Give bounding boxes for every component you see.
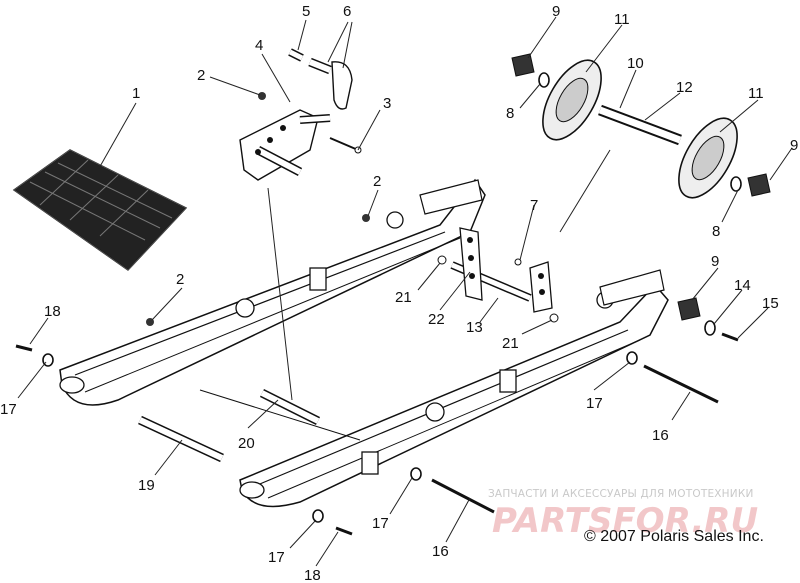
callout-17: 17 — [0, 401, 17, 418]
callout-16: 16 — [432, 543, 449, 560]
part-8-washer-lower — [730, 176, 742, 192]
part-12-axle — [598, 104, 682, 146]
callout-1: 1 — [132, 85, 140, 102]
skid-rails — [59, 178, 669, 508]
part-21-nut-left — [437, 255, 447, 265]
callout-21: 21 — [395, 289, 412, 306]
callout-14: 14 — [734, 277, 751, 294]
callout-2: 2 — [197, 67, 205, 84]
part-9-nut-upper — [511, 53, 535, 77]
part-18-bolt-left — [15, 344, 33, 352]
part-15-bolt — [721, 332, 739, 342]
part-17-washer-right — [626, 351, 638, 365]
callout-18: 18 — [44, 303, 61, 320]
callout-5: 5 — [302, 3, 310, 20]
part-14-washer — [704, 320, 716, 336]
callout-2: 2 — [176, 271, 184, 288]
part-17-washer-bottom — [312, 509, 324, 523]
part-7-bracket — [529, 261, 553, 313]
callout-17: 17 — [586, 395, 603, 412]
callout-4: 4 — [255, 37, 263, 54]
callout-22: 22 — [428, 311, 445, 328]
part-17-washer-center — [410, 467, 422, 481]
callout-9: 9 — [552, 3, 560, 20]
callout-2: 2 — [373, 173, 381, 190]
callout-9: 9 — [711, 253, 719, 270]
callout-8: 8 — [712, 223, 720, 240]
callout-8: 8 — [506, 105, 514, 122]
callout-6: 6 — [343, 3, 351, 20]
callout-17: 17 — [372, 515, 389, 532]
watermark-logo: PARTSFOR.RU — [492, 501, 758, 541]
part-9-nut-rail — [677, 297, 701, 321]
callout-7: 7 — [530, 197, 538, 214]
callout-13: 13 — [466, 319, 483, 336]
part-16-bolt-upper — [643, 364, 719, 404]
part-11-wheel-upper — [542, 59, 602, 141]
part-1-bumper-block — [12, 149, 188, 271]
part-5-pin — [288, 48, 304, 62]
callout-18: 18 — [304, 567, 321, 583]
leader-lines — [17, 16, 793, 567]
part-9-nut-lower — [747, 173, 771, 197]
part-6-bushing — [308, 57, 353, 110]
callout-20: 20 — [238, 435, 255, 452]
callout-17: 17 — [268, 549, 285, 566]
part-4-front-arm — [239, 109, 331, 181]
callout-19: 19 — [138, 477, 155, 494]
watermark-tagline: ЗАПЧАСТИ И АКСЕССУАРЫ ДЛЯ МОТОТЕХНИКИ — [488, 488, 754, 500]
part-3-bolt — [329, 137, 362, 154]
part-2-nut-top — [258, 92, 266, 100]
part-22-arm — [459, 227, 483, 301]
callout-9: 9 — [790, 137, 798, 154]
part-18-bolt-bottom — [335, 526, 353, 536]
copyright-notice: © 2007 Polaris Sales Inc. — [584, 528, 764, 545]
callout-3: 3 — [383, 95, 391, 112]
callout-11: 11 — [614, 11, 630, 28]
callout-labels: 1 2 2 2 3 4 5 6 7 8 8 9 9 9 10 11 11 12 … — [0, 3, 798, 583]
callout-12: 12 — [676, 79, 693, 96]
callout-16: 16 — [652, 427, 669, 444]
callout-15: 15 — [762, 295, 779, 312]
part-7-nut — [514, 258, 522, 266]
part-16-bolt-lower — [431, 478, 495, 514]
part-11-wheel-lower — [678, 117, 738, 199]
callout-21: 21 — [502, 335, 519, 352]
part-8-washer-upper — [538, 72, 550, 88]
callout-11: 11 — [748, 85, 764, 102]
callout-10: 10 — [627, 55, 644, 72]
